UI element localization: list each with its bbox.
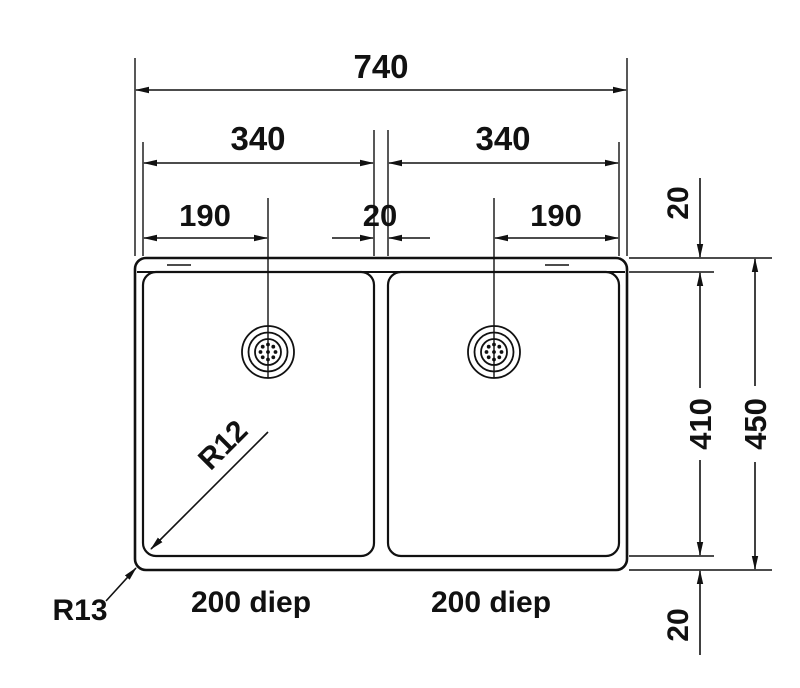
- label-left-bowl-width: 340: [230, 120, 285, 157]
- label-overall-height: 450: [738, 398, 773, 450]
- label-divider-width: 20: [363, 198, 397, 233]
- label-top-rim: 20: [662, 186, 695, 219]
- left-drain-strainer-holes: [258, 342, 278, 362]
- drain-centerlines: [267, 198, 495, 378]
- label-left-drain-offset: 190: [179, 198, 231, 233]
- sink-outline: [133, 256, 629, 572]
- r12-leader-line: [150, 431, 269, 550]
- radius-leaders: [105, 431, 269, 602]
- left-bowl: [141, 270, 376, 558]
- label-outer-corner-radius: R13: [52, 594, 107, 627]
- sink-outer-rim: [133, 256, 629, 572]
- dimension-lines: [135, 86, 759, 655]
- label-right-bowl-depth: 200 diep: [431, 586, 551, 619]
- label-overall-width: 740: [353, 48, 408, 85]
- label-bottom-rim: 20: [662, 608, 695, 641]
- label-left-bowl-depth: 200 diep: [191, 586, 311, 619]
- label-right-bowl-width: 340: [475, 120, 530, 157]
- r13-leader-line: [105, 567, 137, 602]
- label-right-drain-offset: 190: [530, 198, 582, 233]
- label-bowl-inner-height: 410: [683, 398, 718, 450]
- right-bowl: [386, 270, 621, 558]
